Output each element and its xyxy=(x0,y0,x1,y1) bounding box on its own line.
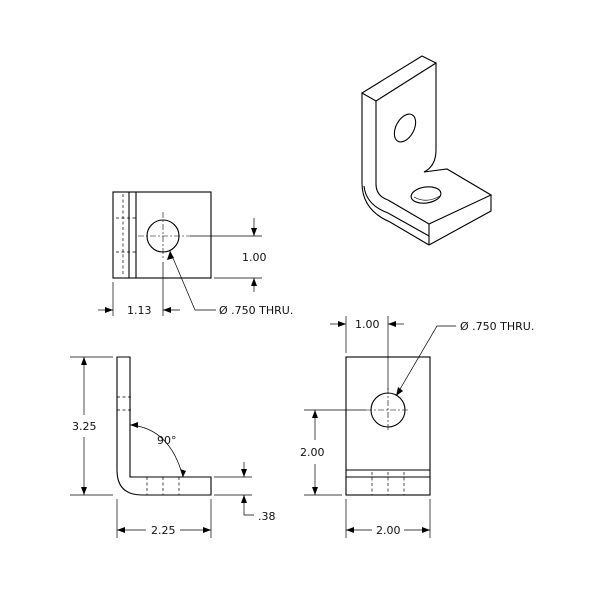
top-dim-arrow-2 xyxy=(251,278,257,286)
side-dim-arrow-3 xyxy=(312,410,318,418)
top-dim-horizontal-label: 1.13 xyxy=(127,304,152,317)
iso-vertical-plate-front xyxy=(361,93,430,246)
side-dim-arrow-2 xyxy=(388,321,396,327)
side-dim-arrow-6 xyxy=(422,527,430,533)
side-dim-top-label: 1.00 xyxy=(355,318,380,331)
front-dim-thickness-label: .38 xyxy=(258,510,276,523)
top-dim-arrow-1 xyxy=(251,228,257,236)
front-dim-arrow-4 xyxy=(203,527,211,533)
side-dim-arrow-5 xyxy=(346,527,354,533)
iso-base-hole-inner xyxy=(413,195,441,201)
top-dim-arrow-4 xyxy=(163,307,171,313)
front-view: 90° 3.25 2.25 .38 xyxy=(70,356,276,538)
iso-base-plate-edge xyxy=(363,185,430,237)
top-dim-vertical-label: 1.00 xyxy=(242,251,267,264)
top-dim-arrow-3 xyxy=(105,307,113,313)
front-dim-arrow-5 xyxy=(241,469,247,477)
front-view-outline xyxy=(116,356,212,496)
front-dim-arrow-3 xyxy=(117,527,125,533)
front-angle-label: 90° xyxy=(157,434,177,447)
top-view-outline xyxy=(112,191,212,279)
iso-vertical-hole xyxy=(393,113,417,143)
side-dim-height-label: 2.00 xyxy=(300,446,325,459)
isometric-view xyxy=(360,55,493,246)
iso-base-plate-front xyxy=(428,195,492,246)
front-dim-width-label: 2.25 xyxy=(151,524,176,537)
top-hole-callout: Ø .750 THRU. xyxy=(219,304,293,317)
iso-inner-bend xyxy=(375,149,437,201)
side-hole-leader xyxy=(395,325,456,397)
side-leader-arrow xyxy=(396,387,403,396)
top-leader-arrow xyxy=(167,251,174,260)
iso-vertical-plate-inner xyxy=(375,63,437,184)
front-dim-arrow-1 xyxy=(81,357,87,365)
front-dim-arrow-2 xyxy=(81,487,87,495)
front-dim-arrow-6 xyxy=(241,495,247,503)
side-dim-arrow-4 xyxy=(312,487,318,495)
top-view: 1.00 1.13 Ø .750 THRU. xyxy=(98,191,293,317)
top-hole-leader xyxy=(169,250,216,311)
side-dim-arrow-1 xyxy=(338,321,346,327)
front-angle-arrow-1 xyxy=(130,422,138,428)
front-dim-thk-line-down xyxy=(243,495,254,516)
front-angle-arc xyxy=(129,424,184,478)
side-view: 1.00 Ø .750 THRU. 2.00 2.00 xyxy=(300,316,534,538)
iso-vertical-plate-top xyxy=(360,55,438,102)
front-angle-arrow-2 xyxy=(180,469,186,477)
side-hole-callout: Ø .750 THRU. xyxy=(460,320,534,333)
side-dim-width-label: 2.00 xyxy=(376,524,401,537)
front-dim-height-label: 3.25 xyxy=(72,420,97,433)
iso-base-hole xyxy=(410,186,442,204)
